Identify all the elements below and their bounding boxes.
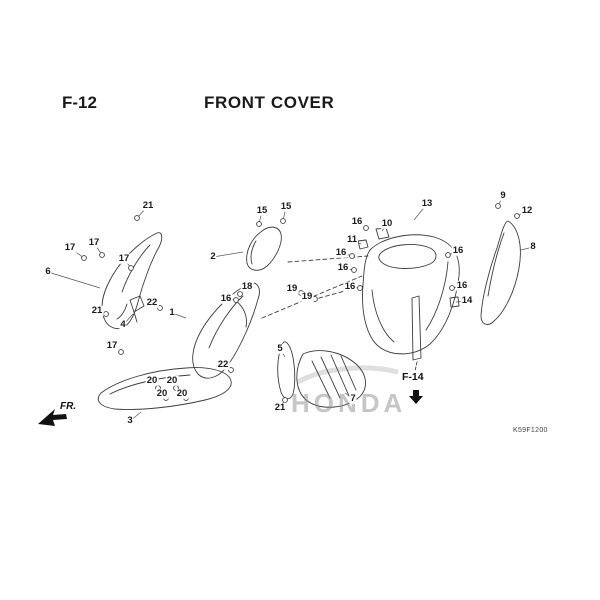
fastener-glyph [134,215,140,221]
front-direction-indicator: FR. [36,401,88,429]
fastener-glyph [233,297,239,303]
part-outline-louvered-cover-7 [296,350,366,408]
part-callout-17: 17 [63,241,77,254]
part-callout-3: 3 [126,414,134,427]
part-callout-12: 12 [520,204,534,217]
fastener-glyph [357,285,363,291]
part-callout-6: 6 [44,265,52,278]
part-callout-11: 11 [345,233,359,246]
drawing-code: K59F1200 [513,427,548,434]
fastener-glyph [128,265,134,271]
part-callout-16: 16 [334,246,348,259]
fastener-glyph [514,213,520,219]
part-outline-front-cover-1 [192,282,260,379]
part-callout-2: 2 [209,250,217,263]
fastener-glyph [103,311,109,317]
leader-line [47,271,101,289]
part-callout-17: 17 [105,339,119,352]
fastener-glyph [351,267,357,273]
part-callout-17: 17 [87,236,101,249]
fr-label: FR. [60,401,77,412]
leader-line [212,251,244,258]
part-callout-1: 1 [168,306,176,319]
part-outlines [97,220,521,410]
fastener-glyph [256,221,262,227]
fastener-glyph [282,397,288,403]
part-callout-9: 9 [499,189,507,202]
fastener-glyph [349,253,355,259]
part-callout-19: 19 [285,282,299,295]
part-callout-21: 21 [90,304,104,317]
fastener-glyph [99,252,105,258]
page-code: F-12 [62,93,97,112]
fastener-glyph [495,203,501,209]
fastener-glyph [118,349,124,355]
f14-down-arrow-icon [409,390,423,404]
honda-watermark: HONDA [291,388,406,419]
part-callout-16: 16 [219,292,233,305]
part-outline-upper-cover-2 [246,226,282,271]
part-callout-22: 22 [145,296,159,309]
part-callout-20: 20 [175,387,189,400]
fastener-glyph [280,218,286,224]
ref-f14-label: F-14 [402,371,424,383]
part-callout-17: 17 [117,252,131,265]
part-callout-20: 20 [145,374,159,387]
part-outline-thin-strip [411,295,422,372]
part-callout-15: 15 [279,200,293,213]
fr-arrow-icon [38,409,67,426]
part-callout-22: 22 [216,358,230,371]
fastener-glyph [363,225,369,231]
part-callout-4: 4 [119,318,127,331]
part-callout-8: 8 [529,240,537,253]
part-callout-15: 15 [255,204,269,217]
page-title: FRONT COVER [204,93,335,112]
part-callout-16: 16 [350,215,364,228]
part-outline-stay-8 [480,220,521,325]
part-callout-5: 5 [276,342,284,355]
part-callout-20: 20 [165,374,179,387]
part-outline-strip-5 [277,341,296,400]
part-callout-16: 16 [451,244,465,257]
part-callout-14: 14 [460,294,474,307]
fastener-glyph [81,255,87,261]
part-callout-10: 10 [380,217,394,230]
part-callout-13: 13 [420,197,434,210]
part-callout-21: 21 [273,401,287,414]
part-outline-bracket-4 [129,295,145,323]
watermark-wing-icon [296,365,399,385]
fastener-glyph [445,252,451,258]
part-callout-19: 19 [300,290,314,303]
part-callout-16: 16 [336,261,350,274]
part-callout-16: 16 [455,279,469,292]
part-outline-front-cover-13 [362,234,460,355]
part-callout-21: 21 [141,199,155,212]
part-callout-16: 16 [343,280,357,293]
part-callout-7: 7 [349,392,357,405]
fastener-glyph [237,291,243,297]
part-callout-18: 18 [240,280,254,293]
fastener-glyph [449,285,455,291]
part-callout-20: 20 [155,387,169,400]
